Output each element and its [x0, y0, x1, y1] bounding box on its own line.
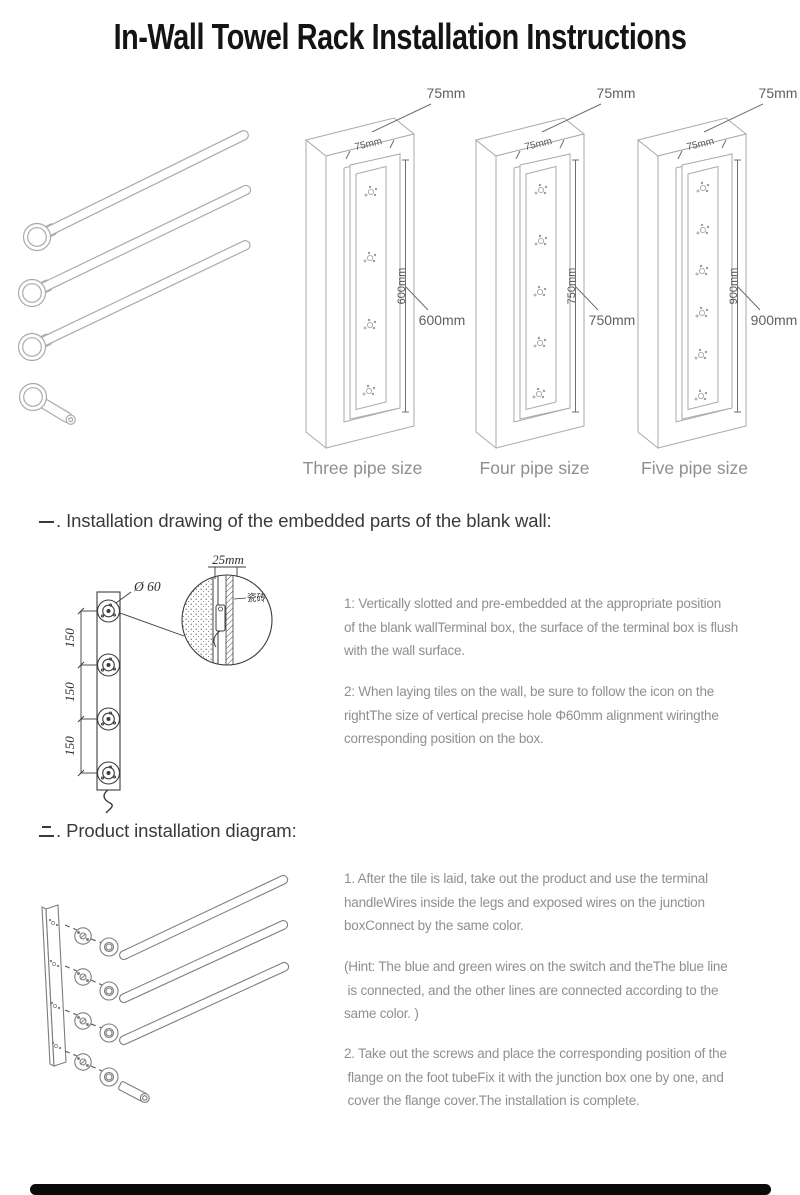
- towel-rack-illustration: [17, 130, 252, 425]
- mounting-plate: [525, 165, 557, 411]
- wire-squiggle: [103, 789, 113, 814]
- height-label-side: 750mm: [589, 312, 636, 328]
- caption-five-pipe: Five pipe size: [641, 458, 748, 478]
- size-diagram-four-pipe: 75mm 75mm 750mm 750mm: [474, 85, 635, 450]
- tile-label: 瓷砖: [247, 592, 267, 604]
- stub-pipe: [118, 1081, 150, 1103]
- height-label-side: 900mm: [751, 312, 798, 328]
- leader-width: [371, 103, 432, 133]
- width-label-top: 75mm: [597, 85, 636, 101]
- section-one-heading: 一. Installation drawing of the embedded …: [38, 510, 552, 532]
- spacing-label-1: 150: [62, 628, 77, 648]
- width-label-top: 75mm: [759, 85, 798, 101]
- section-two-paragraph-hint: (Hint: The blue and green wires on the s…: [344, 959, 728, 1021]
- towel-bar-2: [33, 184, 252, 297]
- embedded-parts-drawing: 150 150 150 Ø 60 25mm 瓷砖: [62, 552, 273, 814]
- towel-bar-1: [38, 130, 249, 241]
- pipe-3: [119, 961, 290, 1046]
- plate-holes: [48, 918, 62, 1050]
- screw-clusters: [362, 185, 378, 396]
- height-label-inner: 900mm: [728, 268, 740, 305]
- wall-cross-section: [182, 575, 234, 665]
- section-two-paragraph-1: 1. After the tile is laid, take out the …: [344, 871, 708, 933]
- page-title: In-Wall Towel Rack Installation Instruct…: [113, 16, 687, 57]
- caption-three-pipe: Three pipe size: [302, 458, 423, 478]
- mounting-plate: [355, 165, 387, 411]
- back-plate: [45, 904, 67, 1067]
- width-label-top: 75mm: [427, 85, 466, 101]
- leader-height: [405, 286, 429, 311]
- flange-rings: [99, 937, 119, 1087]
- section-two-marker: 二: [38, 823, 55, 837]
- height-label-inner: 600mm: [396, 268, 408, 305]
- section-one-paragraph-2: 2: When laying tiles on the wall, be sur…: [344, 684, 719, 746]
- section-one-paragraph-1: 1: Vertically slotted and pre-embedded a…: [344, 596, 739, 658]
- spacing-label-2: 150: [62, 682, 77, 702]
- section-one-marker: 一: [38, 513, 55, 527]
- screw-clusters: [532, 183, 548, 399]
- screw-discs: [74, 927, 92, 1071]
- screw-clusters: [694, 181, 710, 401]
- spacing-dimensions: [77, 607, 97, 777]
- assembly-dashes: [64, 924, 103, 1072]
- tile-thickness-dimension: [208, 566, 246, 579]
- size-diagram-five-pipe: 75mm 75mm 900mm 900mm: [636, 85, 797, 450]
- height-label-inner: 750mm: [566, 268, 578, 305]
- towel-bar-3: [33, 240, 251, 351]
- size-diagram-three-pipe: 75mm 75mm 600mm 600mm: [304, 85, 465, 450]
- tile-thickness-label: 25mm: [212, 552, 244, 567]
- exploded-assembly-drawing: [41, 874, 290, 1103]
- section-two-heading: 二. Product installation diagram:: [38, 820, 297, 842]
- pipe-2: [119, 920, 289, 1004]
- height-label-side: 600mm: [419, 312, 466, 328]
- mounting-plate: [687, 165, 719, 411]
- diameter-label: Ø 60: [133, 579, 161, 594]
- flange-circles: [96, 599, 121, 785]
- wall-flanges: [17, 222, 52, 412]
- box-side-face: [305, 138, 327, 450]
- caption-four-pipe: Four pipe size: [479, 458, 590, 478]
- bottom-bar: [30, 1184, 771, 1195]
- section-two-paragraph-2: 2. Take out the screws and place the cor…: [344, 1046, 727, 1108]
- spacing-label-3: 150: [62, 736, 77, 756]
- pipe-1: [119, 874, 289, 961]
- terminal-plate: [96, 591, 121, 791]
